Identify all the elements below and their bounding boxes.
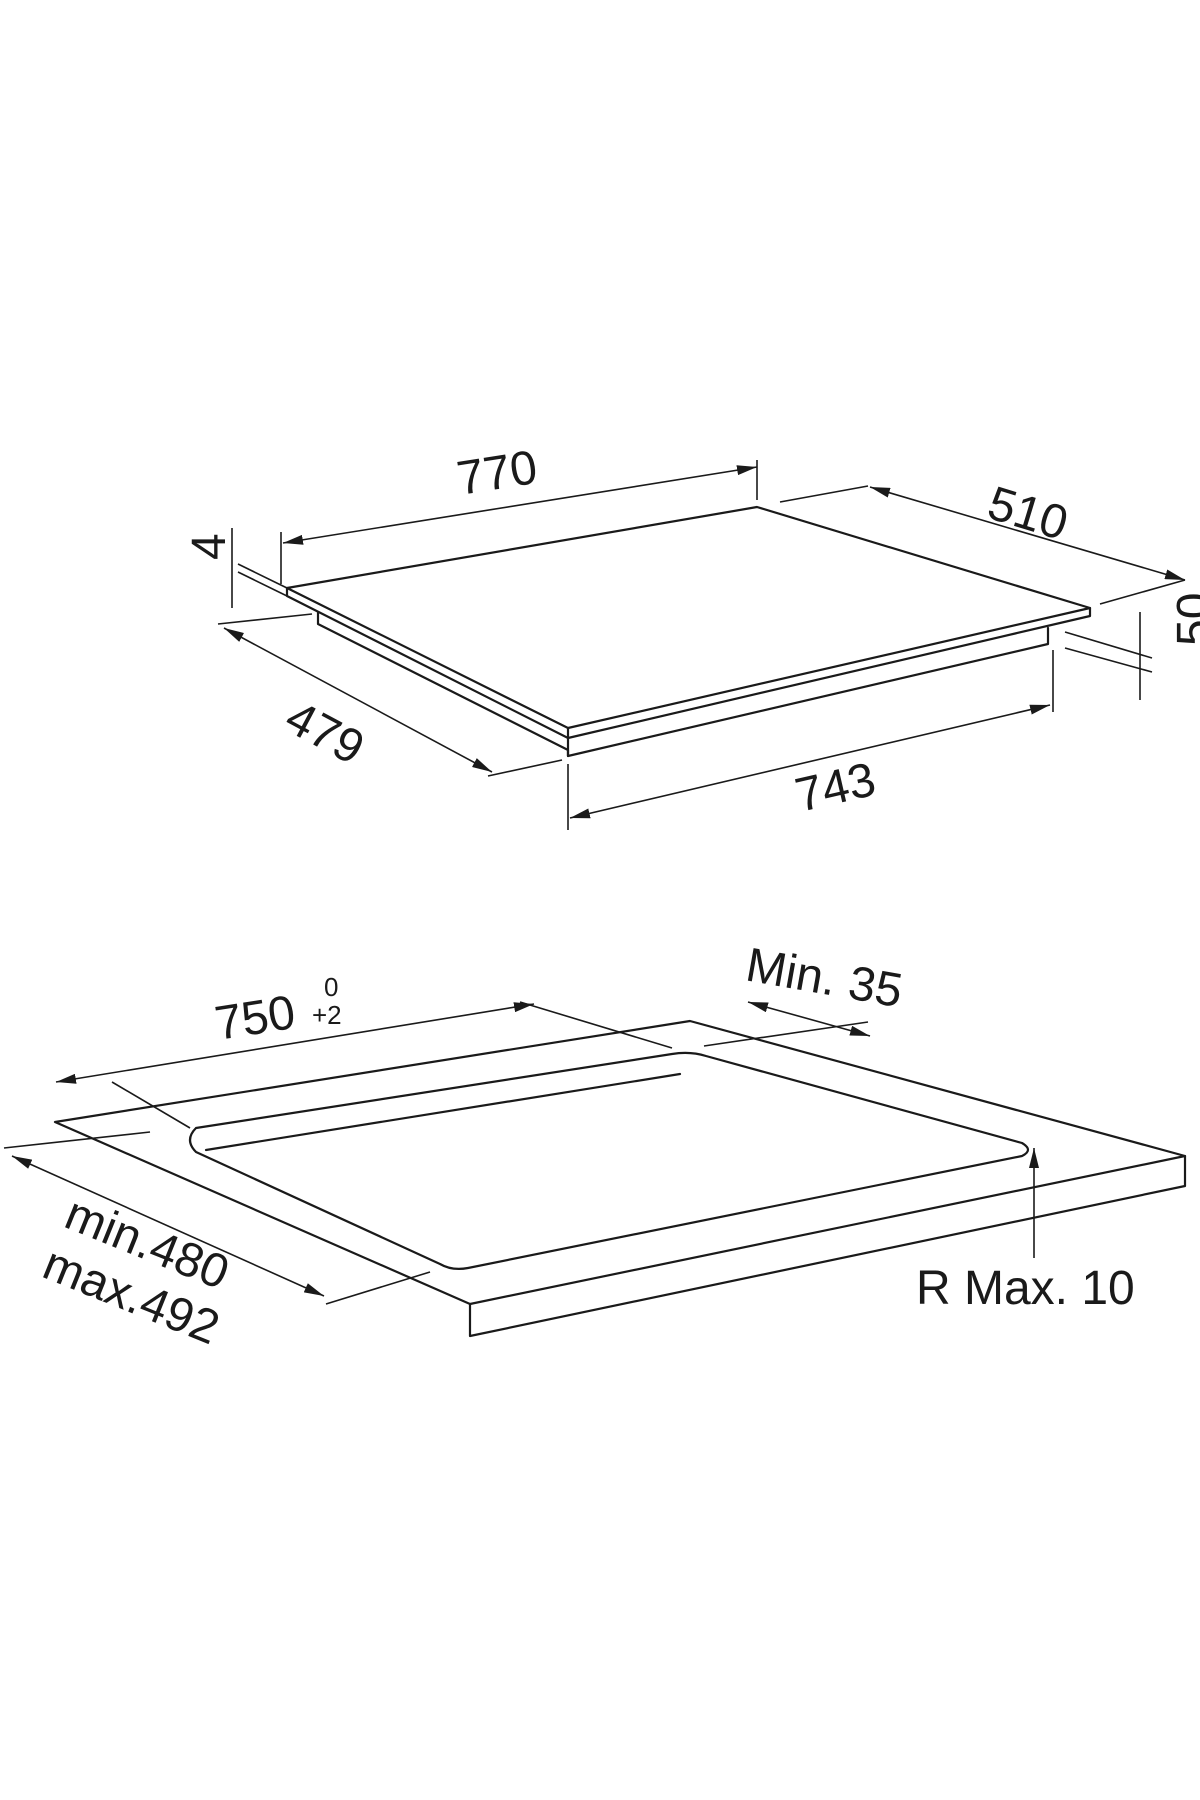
label-750-tol-lower: +2 (312, 1000, 342, 1030)
dim-width-770: 770 (280, 441, 758, 584)
cutout-view: 750 0 +2 Min. 35 min.480 max.492 R Max. … (3, 939, 1187, 1355)
label-510: 510 (982, 477, 1074, 551)
hob-view: 770 510 4 50 479 (183, 441, 1200, 830)
dim-height-50: 50 (1064, 593, 1200, 700)
label-479: 479 (277, 691, 373, 775)
label-750: 750 (211, 986, 298, 1051)
dim-depth-480-492: min.480 max.492 (3, 1131, 431, 1355)
hob-glass-top (285, 505, 1092, 730)
label-4: 4 (183, 533, 236, 560)
cutout-opening (188, 1051, 1030, 1270)
label-770: 770 (453, 441, 540, 506)
dim-radius-10: R Max. 10 (916, 1148, 1135, 1315)
label-50: 50 (1168, 593, 1200, 646)
label-750-tol-upper: 0 (324, 972, 338, 1002)
hob-body (316, 610, 1050, 758)
dim-width-750: 750 0 +2 (55, 972, 673, 1129)
dim-depth-510: 510 (779, 477, 1186, 605)
label-r-max-10: R Max. 10 (916, 1262, 1135, 1315)
dim-min-35: Min. 35 (703, 939, 906, 1047)
label-min-35: Min. 35 (742, 939, 906, 1019)
worktop-edge (468, 1154, 1187, 1338)
dim-thickness-4: 4 (183, 528, 288, 608)
